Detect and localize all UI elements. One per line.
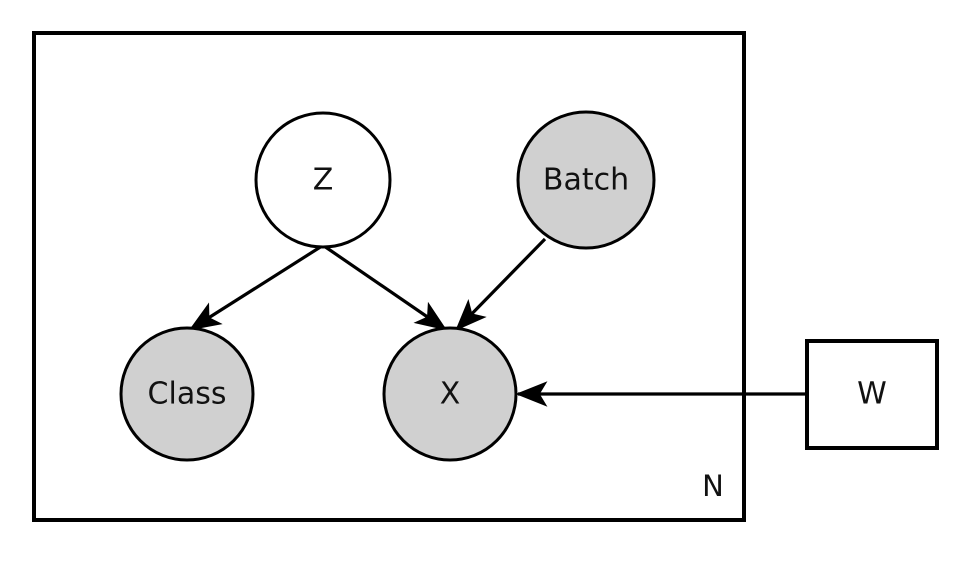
node-z-label: Z (313, 163, 334, 198)
edge-batch-to-x (455, 237, 547, 331)
node-z[interactable] (254, 111, 392, 249)
node-class-label: Class (148, 377, 227, 412)
plate-box-n (32, 31, 746, 522)
node-w[interactable] (805, 339, 939, 450)
node-x[interactable] (382, 326, 518, 462)
node-class[interactable] (119, 326, 255, 462)
node-batch-label: Batch (543, 163, 629, 198)
node-w-label: W (857, 377, 887, 412)
edge-z-to-x (323, 244, 448, 331)
edge-z-to-class (188, 244, 323, 331)
node-x-label: X (440, 377, 461, 412)
plate-label-n: N (702, 469, 724, 503)
node-batch[interactable] (516, 110, 656, 250)
